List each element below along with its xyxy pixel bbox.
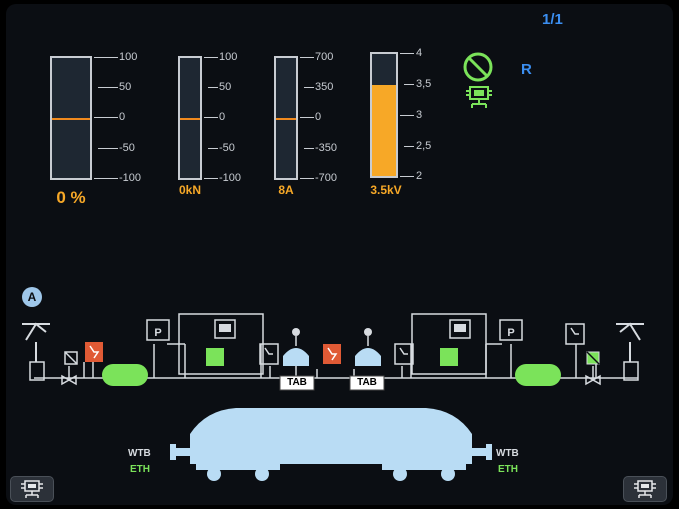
gauge-tick-label: 350 <box>315 81 334 93</box>
vehicle-silhouette <box>170 408 492 481</box>
gauge-readout: 8A <box>278 183 294 197</box>
page-indicator: 1/1 <box>542 11 563 28</box>
compressor-left-icon <box>283 328 309 366</box>
gauge-tick-label: -100 <box>119 172 142 184</box>
gauge-readout: 3.5kV <box>370 183 402 197</box>
gauge-level-line <box>276 118 296 120</box>
pantograph-right-icon <box>616 322 644 381</box>
transformer-right <box>515 364 561 386</box>
breaker-valve-right-icon <box>585 351 601 386</box>
left-softkey-button[interactable] <box>10 476 54 502</box>
gauge-tick-label: 0 <box>219 111 226 123</box>
traction-schematic: P P <box>22 313 644 391</box>
disconnector-far-right-icon <box>565 323 585 345</box>
heater-right-icon <box>449 319 471 339</box>
gauge-tick-label: 3,5 <box>416 78 432 90</box>
wtb-label-left: WTB <box>128 448 151 459</box>
breaker-valve-left-icon <box>61 351 78 386</box>
gauge-tick-label: 700 <box>315 51 334 63</box>
gauge-bar <box>274 56 298 180</box>
eth-label-right: ETH <box>498 464 518 475</box>
transformer-left <box>102 364 148 386</box>
tab-label-left: TAB <box>287 377 307 388</box>
disconnector-right-icon <box>394 343 414 365</box>
parking-brake-right-icon <box>499 319 523 341</box>
svg-text:P: P <box>507 327 514 339</box>
gauge-tick-label: -50 <box>219 142 235 154</box>
disconnector-left-icon <box>259 343 279 365</box>
tab-box-right <box>349 375 385 391</box>
converter-module-left-icon <box>206 348 224 366</box>
gauge-tick-label: -350 <box>315 142 338 154</box>
converter-icon <box>466 86 492 108</box>
eth-label-left: ETH <box>130 464 150 475</box>
gauge-tick-label: 50 <box>219 81 232 93</box>
gauge-tick-label: 100 <box>219 51 238 63</box>
heater-left-icon <box>214 319 236 339</box>
gauge-readout: 0kN <box>178 183 201 197</box>
pantograph-left-icon <box>22 322 50 381</box>
gauge-level-line <box>52 118 90 120</box>
earthing-switch-left-icon <box>85 342 103 362</box>
gauge-tick-label: 50 <box>119 81 132 93</box>
parking-brake-left-icon <box>146 319 170 341</box>
auto-mode-badge: A <box>22 287 42 307</box>
gauge-tick-label: 2,5 <box>416 140 432 152</box>
gauge-bar <box>370 52 398 178</box>
gauge-tick-label: 0 <box>119 111 126 123</box>
gauge-tick-label: 0 <box>315 111 322 123</box>
gauge-bar <box>50 56 92 180</box>
gauge-tick-label: 100 <box>119 51 138 63</box>
gauge-tick-label: 2 <box>416 170 423 182</box>
converter-module-right-icon <box>440 348 458 366</box>
right-softkey-button[interactable] <box>623 476 667 502</box>
prohibited-icon <box>463 52 493 82</box>
gauge-fill <box>372 84 396 176</box>
tab-box-left <box>279 375 315 391</box>
tab-label-right: TAB <box>357 377 377 388</box>
display-screen: 1/1 R 100 50 0 -50 -100 0 % 100 50 0 -50… <box>6 4 673 505</box>
auto-mode-badge-label: A <box>27 290 37 304</box>
gauge-tick-label: 4 <box>416 47 423 59</box>
gauge-bar <box>178 56 202 180</box>
wtb-label-right: WTB <box>496 448 519 459</box>
gauge-tick-label: -700 <box>315 172 338 184</box>
gauge-level-line <box>180 118 200 120</box>
mode-letter: R <box>521 61 532 78</box>
compressor-right-icon <box>355 328 381 366</box>
converter-icon <box>634 480 656 498</box>
earthing-switch-center-icon <box>323 344 341 364</box>
svg-text:P: P <box>154 327 161 339</box>
gauge-readout: 0 % <box>56 188 86 207</box>
gauge-tick-label: -50 <box>119 142 135 154</box>
converter-icon <box>21 480 43 498</box>
gauge-tick-label: -100 <box>219 172 242 184</box>
gauge-tick-label: 3 <box>416 109 423 121</box>
